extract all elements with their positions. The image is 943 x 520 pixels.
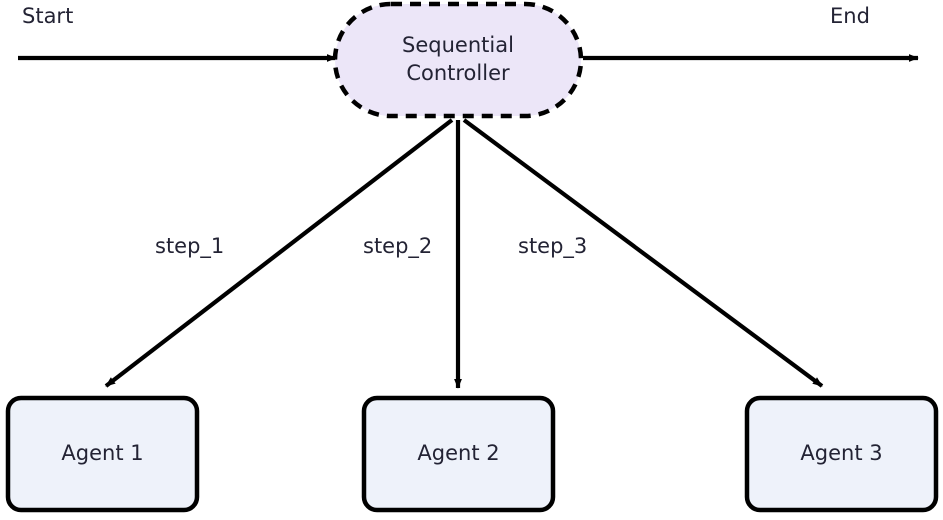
edge-controller-to-agent-3 — [462, 118, 824, 388]
sequential-controller-node[interactable] — [332, 1, 584, 119]
end-label: End — [830, 4, 870, 28]
edge-label-step-1: step_1 — [155, 234, 225, 258]
agent-1-node[interactable] — [5, 395, 200, 513]
edge-controller-to-agent-1 — [104, 118, 454, 388]
start-label: Start — [22, 4, 74, 28]
agent-3-node[interactable] — [744, 395, 939, 513]
agent-2-node[interactable] — [361, 395, 556, 513]
edge-label-step-2: step_2 — [363, 234, 433, 258]
edge-label-step-3: step_3 — [518, 234, 588, 258]
